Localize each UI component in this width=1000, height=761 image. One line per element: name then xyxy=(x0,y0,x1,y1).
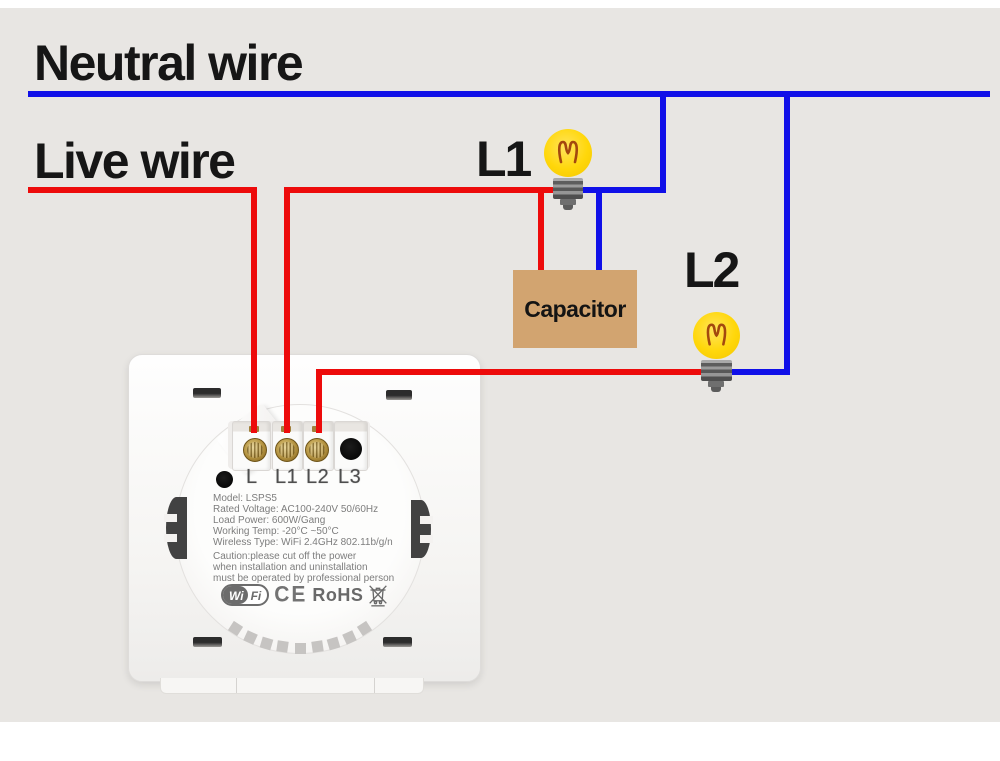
bulb-socket-tip xyxy=(708,381,724,387)
neutral-link-lamp2 xyxy=(732,369,790,375)
live-link-lamp1 xyxy=(284,187,555,193)
wifi-logo-wi: Wi xyxy=(223,586,248,604)
live-wire-line xyxy=(28,187,257,193)
bulb-filament-icon xyxy=(557,140,579,164)
rohs-mark: RoHS xyxy=(312,584,364,605)
weee-bin-icon xyxy=(369,585,388,607)
clip-notch xyxy=(164,534,177,542)
lamp-2-label: L2 xyxy=(684,242,740,298)
clip-notch xyxy=(420,516,433,524)
clip-notch xyxy=(420,535,433,543)
wifi-logo: Wi Fi xyxy=(221,584,270,606)
mounting-slot-top-left xyxy=(193,388,221,398)
terminal-label: L3 xyxy=(338,466,362,488)
bulb-socket-tip xyxy=(560,199,576,205)
spec-line: Model: LSPS5 xyxy=(213,493,277,504)
spec-line: Working Temp: -20°C ~50°C xyxy=(213,526,339,537)
terminal-screw-L xyxy=(243,438,267,462)
mounting-slot-bottom-left xyxy=(193,637,222,647)
live-wire-label: Live wire xyxy=(34,133,236,189)
live-drop-terminal-L2 xyxy=(316,369,322,433)
module-tooth-notch xyxy=(276,640,290,653)
bulb-socket xyxy=(701,360,732,381)
terminal-label: L1 xyxy=(275,466,299,488)
capacitor-box: Capacitor xyxy=(513,270,637,348)
module-tooth-notch xyxy=(259,636,274,650)
live-drop-to-capacitor xyxy=(538,190,544,270)
live-drop-terminal-L xyxy=(251,187,257,433)
terminal-screw-L2 xyxy=(305,438,329,462)
plate-bottom-bracket xyxy=(160,678,424,694)
bulb-socket-nub xyxy=(711,387,721,392)
spring-clip-left xyxy=(164,497,187,559)
bracket-seam xyxy=(236,678,237,693)
caution-line: Caution:please cut off the power xyxy=(213,551,357,562)
spring-clip-right xyxy=(411,500,433,558)
neutral-link-lamp1 xyxy=(583,187,666,193)
live-drop-terminal-L1 xyxy=(284,187,290,433)
bracket-seam xyxy=(374,678,375,693)
wifi-logo-fi: Fi xyxy=(250,588,262,603)
mounting-slot-top-right xyxy=(386,390,412,400)
terminal-hole-L3 xyxy=(340,438,362,460)
terminal-label: L2 xyxy=(306,466,330,488)
neutral-wire-label: Neutral wire xyxy=(34,35,304,91)
neutral-drop-to-lamp2 xyxy=(784,91,790,375)
module-tooth-notch xyxy=(326,636,341,650)
neutral-drop-to-lamp1 xyxy=(660,91,666,193)
ce-mark: CE xyxy=(274,582,308,607)
spec-line: Wireless Type: WiFi 2.4GHz 802.11b/g/n xyxy=(213,537,393,548)
terminal-screw-L1 xyxy=(275,438,299,462)
mounting-slot-bottom-right xyxy=(383,637,412,647)
live-link-lamp2 xyxy=(318,369,702,375)
clip-notch xyxy=(164,514,177,522)
caution-line: must be operated by professional person xyxy=(213,573,395,584)
certification-logos: Wi Fi CE RoHS xyxy=(221,582,388,607)
capacitor-label: Capacitor xyxy=(524,295,626,322)
terminal-label: L xyxy=(246,466,258,488)
spec-line: Load Power: 600W/Gang xyxy=(213,515,326,526)
neutral-wire-line xyxy=(28,91,990,97)
neutral-drop-to-capacitor xyxy=(596,190,602,270)
bulb-socket xyxy=(553,178,583,199)
module-tooth-notch xyxy=(294,642,306,654)
bulb-filament-icon xyxy=(706,323,727,346)
device-spec-text: Model: LSPS5 Rated Voltage: AC100-240V 5… xyxy=(213,493,398,548)
device-caution-text: Caution:please cut off the power when in… xyxy=(213,551,403,584)
caution-line: when installation and uninstallation xyxy=(213,562,368,573)
spec-line: Rated Voltage: AC100-240V 50/60Hz xyxy=(213,504,379,515)
mounting-hole-left xyxy=(216,471,233,488)
lamp-1-label: L1 xyxy=(476,131,532,187)
module-tooth-notch xyxy=(310,640,324,653)
bulb-socket-nub xyxy=(563,205,573,210)
